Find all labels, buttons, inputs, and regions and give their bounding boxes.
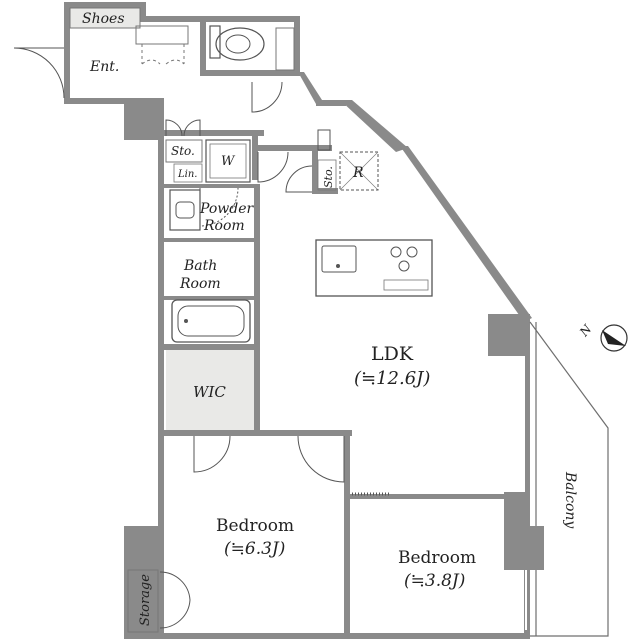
label-storage-small: Sto. — [171, 144, 195, 158]
toilet-door — [251, 81, 283, 113]
sto-door — [285, 165, 313, 193]
label-linen: Lin. — [177, 169, 197, 180]
label-wic: WIC — [193, 383, 226, 401]
sink-icon — [169, 189, 201, 231]
room-labels: Shoes Ent. Sto. W Lin. Powder Room R Sto… — [82, 11, 578, 626]
label-bedroom-1: Bedroom — [216, 516, 294, 536]
label-powder-2: Room — [203, 218, 245, 234]
shoes-cabinet — [69, 7, 141, 29]
refrigerator-icon — [339, 151, 379, 191]
label-washer: W — [221, 154, 236, 169]
label-storage: Storage — [138, 574, 153, 626]
compass-north-label: N — [576, 322, 594, 340]
fixtures — [69, 7, 529, 633]
toilet-icon — [209, 25, 295, 71]
label-refrigerator: R — [352, 165, 364, 181]
hall-door — [257, 151, 289, 183]
label-ldk: LDK — [371, 343, 414, 365]
kitchen-counter — [315, 239, 433, 297]
washer-icon — [205, 139, 251, 183]
label-ldk-size: (≒12.6J) — [354, 368, 430, 389]
doors — [13, 47, 345, 629]
front-door — [13, 47, 65, 99]
label-bath-2: Room — [179, 276, 221, 292]
label-bath-1: Bath — [183, 258, 217, 274]
label-bedroom-2-size: (≒3.8J) — [404, 571, 465, 591]
bathtub-icon — [171, 299, 251, 343]
label-shoes: Shoes — [82, 11, 125, 27]
compass-icon: N — [576, 322, 628, 352]
powder-door — [199, 187, 239, 227]
label-balcony: Balcony — [562, 471, 578, 529]
bedroom1-door-b — [297, 435, 345, 483]
label-powder-1: Powder — [199, 201, 255, 217]
label-bedroom-1-size: (≒6.3J) — [224, 539, 285, 559]
label-bedroom-2: Bedroom — [398, 548, 476, 568]
bedroom1-door — [193, 435, 231, 473]
closet-door — [165, 119, 201, 137]
label-entrance: Ent. — [89, 59, 119, 75]
interior-walls — [164, 16, 544, 639]
label-storage-side: Sto. — [322, 166, 335, 188]
wic-fill — [166, 350, 254, 430]
storage-door — [159, 571, 191, 629]
